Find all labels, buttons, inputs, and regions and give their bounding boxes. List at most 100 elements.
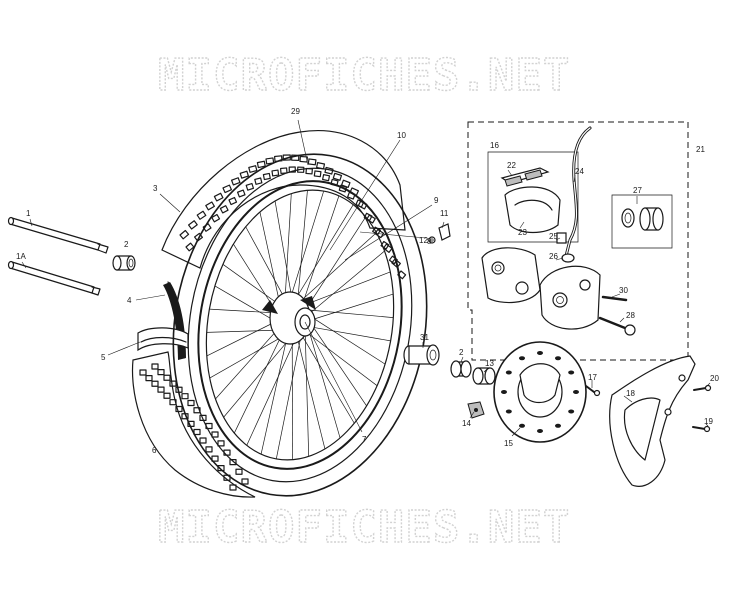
disc-hole [537,351,543,355]
brake-disc-15[interactable] [493,341,587,443]
disc-guard-18[interactable] [609,355,696,487]
spoke [310,316,386,365]
disc-hole [519,423,525,428]
spoke [274,201,293,301]
tread-knob [217,440,225,447]
callout-labels: 1 1A 2 3 4 5 6 7 8 9 10 11 12 13 14 15 1… [16,107,719,455]
callout-2-left: 2 [124,240,129,249]
tread-knob [188,220,198,230]
spacer-13[interactable] [472,367,496,385]
bleed-screw-25[interactable] [556,232,567,244]
spoke [308,329,341,439]
tread-knob [179,229,190,240]
callout-26: 26 [549,252,558,261]
spacer-2-left[interactable] [112,255,136,271]
spoke [297,190,308,301]
callout-25: 25 [549,232,558,241]
axle-1a[interactable] [7,260,101,296]
tread-knob [332,172,343,181]
tread-knob [193,407,201,414]
tread-knob [280,167,288,174]
spoke [302,195,340,303]
spoke [206,319,280,357]
tread-knob [222,184,233,194]
callout-8: 8 [427,237,432,246]
disc-hole [537,429,543,433]
callout-16: 16 [490,141,499,150]
screw-20[interactable] [693,384,712,392]
tread-knob [382,243,393,253]
watermark-top: MICROFICHES.NET [158,50,570,101]
tread-knob [217,464,225,472]
spoke [308,309,394,318]
tread-knob [163,392,171,399]
bolt-17[interactable] [585,385,601,397]
callout-13: 13 [485,359,494,368]
callout-29: 29 [291,107,300,116]
tread-knob [324,166,334,175]
tread-knob [205,446,213,453]
tread-knob [256,160,266,169]
disc-hole [568,409,575,414]
spoke [310,323,367,407]
callout-24: 24 [575,167,584,176]
spoke [245,226,288,303]
brake-pads-22[interactable] [500,167,550,187]
spoke [307,332,378,386]
tread-knob [228,196,238,206]
spoke [209,335,285,379]
tread-knob [229,484,237,491]
spoke [300,232,377,302]
tread-knob [341,179,351,188]
tread-knob [237,189,246,198]
axle-1[interactable] [7,216,109,254]
tread-knob [185,242,195,252]
disc-hole [555,356,561,361]
screw-19[interactable] [692,425,711,433]
callout-10: 10 [397,131,406,140]
tread-knob [145,374,153,382]
clip-11[interactable] [438,223,451,241]
tread-knob [181,393,189,400]
tread-knob [157,368,165,376]
callout-14: 14 [462,419,471,428]
tread-knob [175,405,183,413]
spacer-2-right[interactable] [450,360,472,378]
tread-knob [231,177,241,186]
tread-knob [288,166,296,173]
spoke [215,326,281,400]
front-wheel[interactable] [147,134,453,516]
spoke [309,326,391,342]
callout-17: 17 [588,373,597,382]
callout-4: 4 [127,296,132,305]
callout-11: 11 [440,209,449,218]
tread-knob [211,213,221,223]
spoke [302,337,355,424]
callout-3: 3 [153,184,158,193]
pin-30[interactable] [601,295,628,302]
brake-pad-23[interactable] [504,186,561,234]
tread-knob [196,210,207,220]
caliper-left[interactable] [481,247,541,304]
callout-28: 28 [626,311,635,320]
caliper-assembly-box-21 [467,121,689,361]
spoke [294,204,354,301]
spacer-31[interactable] [403,344,440,366]
tread-knob [391,258,401,268]
tyre-lower-6[interactable] [131,351,256,498]
callout-1: 1 [26,209,31,218]
tread-knob [248,165,258,173]
caliper-right[interactable] [539,265,601,330]
bolt-28[interactable] [598,316,636,336]
disc-hole [505,370,512,375]
tread-knob [241,478,249,485]
screw-12[interactable] [428,236,436,244]
disc-hole [519,356,525,361]
tread-knob [211,455,219,462]
disc-hole [505,409,512,414]
tyre-tread-3[interactable] [161,130,407,280]
nut-14[interactable] [467,401,485,419]
banjo-bolt-26[interactable] [561,253,575,263]
piston-27[interactable] [621,207,664,231]
tread-knob [163,374,171,381]
